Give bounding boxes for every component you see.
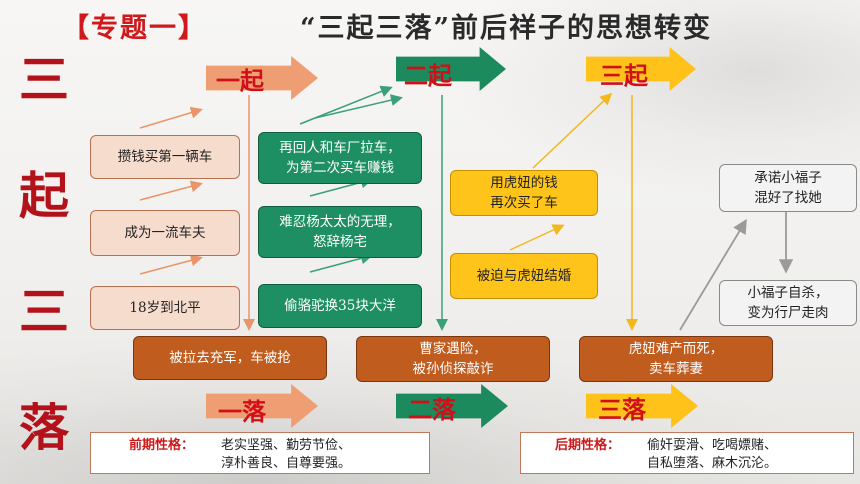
title-tag: 【专题一】 [62,13,207,44]
late-personality-label: 后期性格： [555,438,621,453]
fall-box-conscripted: 被拉去充军，车被抢 [133,336,327,380]
side-char-qi: 起 [19,166,69,225]
stage1-box-top-rickshaw-puller: 成为一流车夫 [90,210,240,256]
early-personality-line1: 老实坚强、勤劳节俭、 [221,438,352,453]
stage3-box-marry-huniu: 被迫与虎妞结婚 [450,253,598,299]
after-box-promise-xiaofuzi: 承诺小福子 混好了找她 [719,164,857,212]
after-box-walking-dead: 小福子自杀， 变为行尸走肉 [719,280,857,326]
fall-box-huniu-dies: 虎妞难产而死， 卖车葬妻 [579,336,773,382]
page-title: 【专题一】 “三起三落”前后祥子的思想转变 [0,2,860,44]
fall-label-3: 三落 [598,395,646,424]
fall-label-1: 一落 [218,397,266,426]
late-personality-line1: 偷奸耍滑、吃喝嫖赌、 [647,438,778,453]
stage1-box-arrive-beiping: 18岁到北平 [90,286,240,330]
side-char-san-1: 三 [19,50,69,109]
rise-label-2: 二起 [404,61,452,90]
early-personality-line2: 淳朴善良、自尊要强。 [221,456,352,471]
stage2-box-return-renhe: 再回人和车厂拉车， 为第二次买车赚钱 [258,132,422,184]
stage3-box-buy-car-again: 用虎妞的钱 再次买了车 [450,170,598,216]
title-main: “三起三落”前后祥子的思想转变 [300,13,713,44]
late-personality-box: 后期性格： 偷奸耍滑、吃喝嫖赌、 自私堕落、麻木沉沦。 [520,432,854,474]
side-char-luo: 落 [19,398,69,457]
stage2-box-quit-yang: 难忍杨太太的无理， 怒辞杨宅 [258,206,422,258]
rise-label-1: 一起 [216,66,264,95]
fall-label-2: 二落 [408,395,456,424]
late-personality-line2: 自私堕落、麻木沉沦。 [647,456,778,471]
stage1-box-buy-first-car: 攒钱买第一辆车 [90,135,240,179]
rise-label-3: 三起 [600,61,648,90]
early-personality-label: 前期性格： [129,438,195,453]
stage2-box-sell-camels: 偷骆驼换35块大洋 [258,284,422,328]
early-personality-box: 前期性格： 老实坚强、勤劳节俭、 淳朴善良、自尊要强。 [90,432,430,474]
fall-box-blackmailed: 曹家遇险， 被孙侦探敲诈 [356,336,550,382]
side-char-san-2: 三 [19,282,69,341]
